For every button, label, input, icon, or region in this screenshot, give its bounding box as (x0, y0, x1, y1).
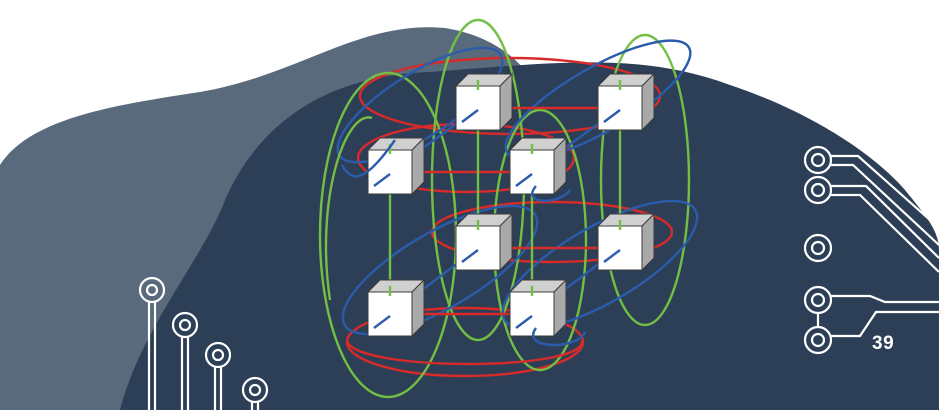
circuit-pad (204, 341, 232, 369)
link-stub (603, 249, 621, 263)
circuit-pad (803, 233, 833, 263)
cube-front (367, 291, 413, 337)
circuit-pad-core (810, 332, 826, 348)
circuit-decoration-left (138, 276, 269, 410)
circuit-trace (831, 154, 939, 229)
node-cube (508, 278, 568, 338)
circuit-trace (831, 193, 939, 273)
x-wrap-link-front (345, 339, 584, 366)
page-number: 39 (872, 333, 895, 354)
cube-front (509, 149, 555, 195)
cube-front (455, 225, 501, 271)
circuit-trace (831, 294, 939, 304)
cube-front (597, 225, 643, 271)
network-nodes (366, 72, 656, 338)
link-stub (515, 173, 533, 187)
y-wrap-link (599, 33, 691, 327)
link-stub (461, 249, 479, 263)
cube-front (597, 85, 643, 131)
z-wrap-link-front (532, 327, 587, 347)
node-cube (366, 278, 426, 338)
circuit-pad-core (211, 348, 225, 362)
node-cube (596, 212, 656, 272)
node-cube (508, 136, 568, 196)
circuit-pad-core (248, 383, 262, 397)
circuit-decoration-right (803, 145, 939, 355)
z-wrap-link-front (531, 185, 571, 202)
cube-front (455, 85, 501, 131)
link-stub (515, 315, 533, 329)
cube-front (367, 149, 413, 195)
y-wrap-link-front (324, 116, 373, 301)
circuit-trace (831, 310, 939, 338)
circuit-pad (138, 276, 166, 304)
node-cube (454, 212, 514, 272)
circuit-pad (241, 376, 269, 404)
z-wrap-link (341, 204, 539, 336)
circuit-pad-core (810, 152, 826, 168)
link-stub (603, 109, 621, 123)
circuit-pad-core (810, 240, 826, 256)
circuit-trace (831, 163, 939, 246)
node-cube (366, 136, 426, 196)
circuit-pad (803, 145, 833, 175)
circuit-pad-core (145, 283, 159, 297)
cube-front (509, 291, 555, 337)
circuit-trace (831, 184, 939, 259)
circuit-pad-core (810, 182, 826, 198)
z-wrap-link-front (340, 139, 396, 178)
background-blob-dark (120, 62, 939, 410)
link-stub (373, 173, 391, 187)
circuit-pad-core (178, 318, 192, 332)
circuit-pad (171, 311, 199, 339)
z-wrap-link (501, 199, 699, 331)
wraparound-links-front (324, 116, 587, 366)
link-stub (373, 315, 391, 329)
circuit-pad-core (810, 292, 826, 308)
link-stub (461, 109, 479, 123)
node-cube (596, 72, 656, 132)
circuit-pad (803, 175, 833, 205)
node-cube (454, 72, 514, 132)
